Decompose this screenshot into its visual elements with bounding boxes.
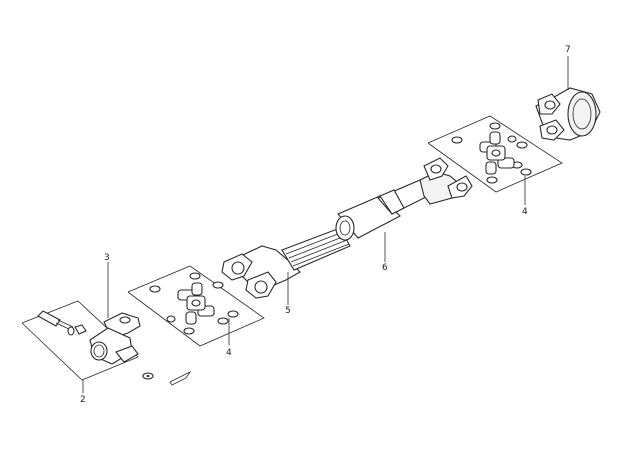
callout-7: 7: [565, 45, 571, 55]
tube-shaft: [335, 157, 473, 241]
hex-nut: [74, 324, 87, 335]
flat-washer: [142, 372, 154, 380]
clamp-bolt: [37, 310, 74, 331]
spline-shaft: [281, 227, 351, 271]
ujoint-kit-box-upper: [427, 115, 563, 193]
ujoint-kit-box-lower: [127, 265, 265, 347]
grease-fitting-upper: [507, 135, 517, 143]
end-yoke-flange: [535, 87, 601, 141]
snap-rings-lower: [149, 272, 239, 335]
slip-yoke: [221, 245, 301, 299]
cross-spider-lower: [177, 282, 215, 325]
callout-6: 6: [382, 263, 388, 273]
grease-fitting-lower: [166, 315, 176, 323]
yoke-kit-box: [21, 300, 139, 381]
callout-3: 3: [104, 253, 110, 263]
callout-2: 2: [80, 395, 86, 405]
spring-washer: [67, 326, 75, 336]
splined-yoke: [89, 312, 141, 365]
callout-5: 5: [285, 306, 291, 316]
callout-4-upper: 4: [522, 207, 528, 217]
snap-rings-upper: [451, 122, 532, 184]
cotter-pin: [169, 370, 192, 386]
cross-spider-upper: [479, 131, 515, 175]
callout-4-lower: 4: [226, 348, 232, 358]
